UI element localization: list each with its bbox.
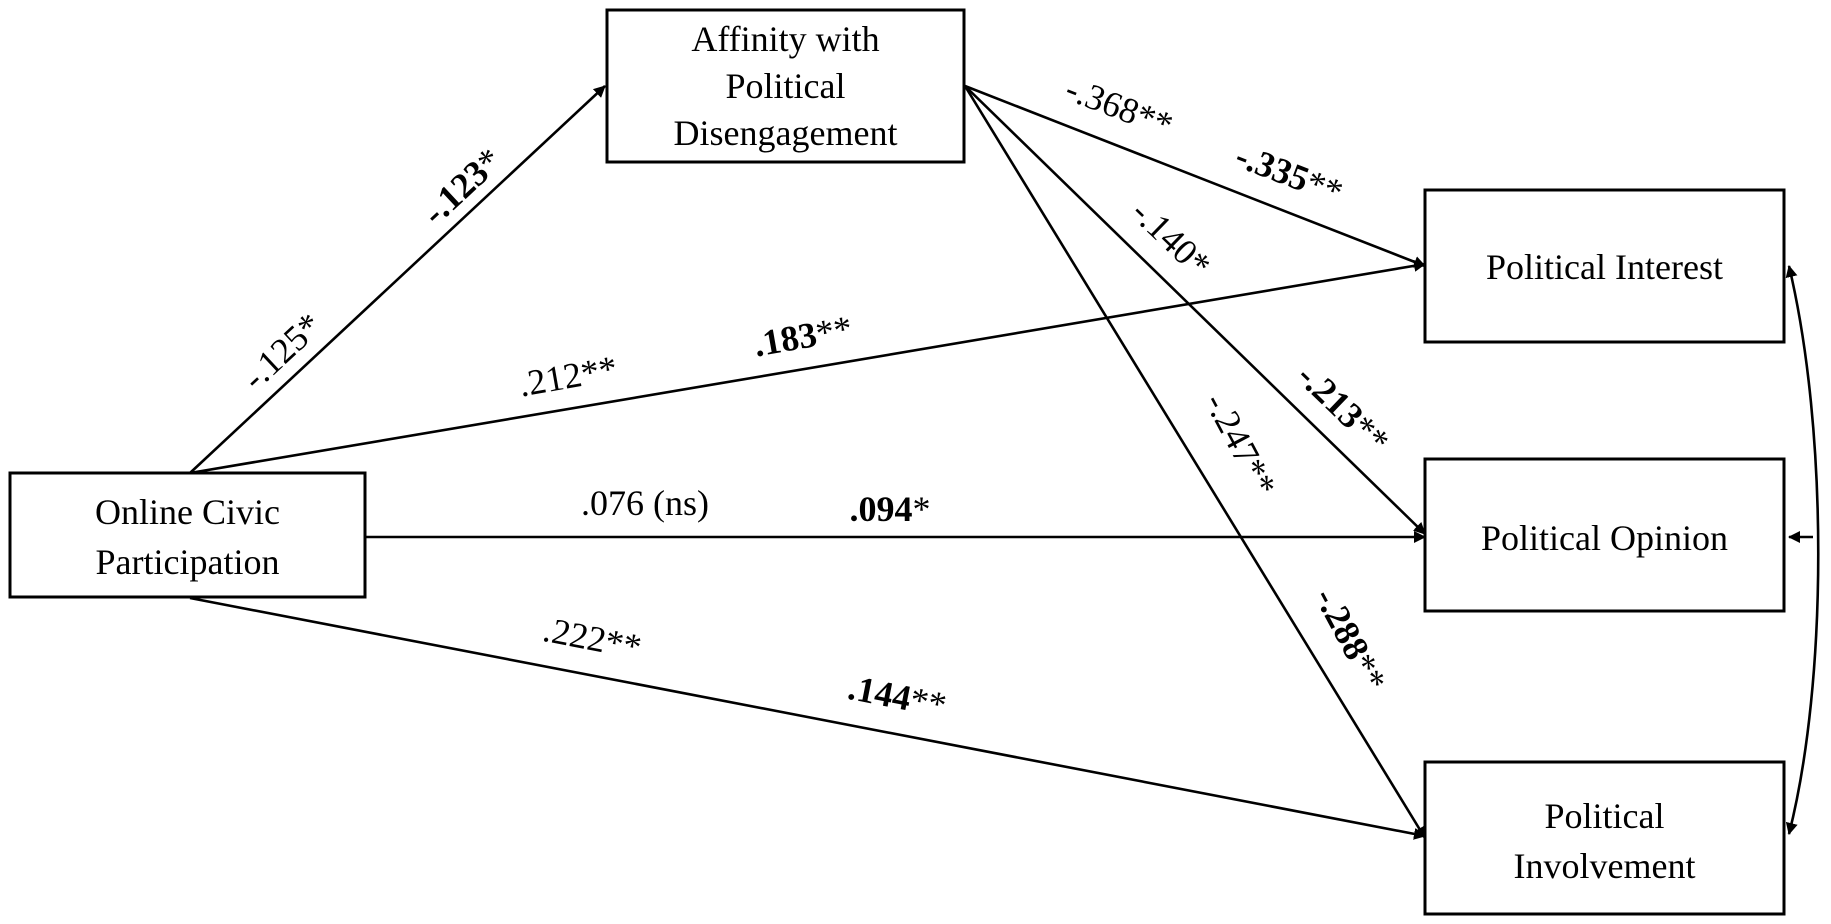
coef-civic-interest-bold-num: .183 [751,314,820,364]
coef-affinity-opinion-bold: -.213** [1290,355,1398,461]
node-involvement-line-1: Political [1545,796,1665,836]
covariance-interest-involvement [1785,265,1820,835]
coef-civic-opinion-plain: .076 (ns) [581,483,709,523]
coef-civic-affinity-plain: -.125* [234,305,329,398]
coef-civic-interest-plain: .212** [516,348,620,405]
node-affinity-line-1: Affinity with [691,19,879,59]
coef-civic-involvement-bold-stars: ** [907,679,950,725]
coef-civic-opinion-bold-num: .094 [850,489,913,529]
node-interest-line-1: Political Interest [1486,247,1723,287]
coef-civic-involvement-bold-num: .144 [845,667,914,718]
node-affinity: Affinity with Political Disengagement [605,8,966,164]
node-opinion: Political Opinion [1423,457,1786,613]
node-involvement: Political Involvement [1423,760,1786,916]
node-online-civic-line-1: Online Civic [95,492,280,532]
node-opinion-line-1: Political Opinion [1481,518,1728,558]
coef-civic-involvement-bold: .144** [845,667,950,725]
coef-civic-opinion-bold: .094* [850,489,931,529]
coef-affinity-interest-bold-num: -.335 [1230,135,1314,199]
coef-affinity-opinion-plain: -.140* [1124,192,1219,285]
edge-affinity-to-involvement [963,85,1427,839]
node-involvement-line-2: Involvement [1514,846,1696,886]
node-interest: Political Interest [1423,188,1786,344]
edge-civic-to-affinity [189,85,606,474]
node-online-civic: Online Civic Participation [8,471,367,599]
edge-affinity-to-interest [964,84,1426,268]
node-affinity-line-2: Political [726,66,846,106]
coef-affinity-interest-bold: -.335** [1230,135,1348,212]
edge-civic-to-involvement [189,596,1426,840]
edge-civic-to-interest [189,259,1426,475]
node-online-civic-line-2: Participation [96,542,280,582]
coef-civic-interest-bold: .183** [751,308,855,365]
coef-affinity-involvement-bold: -.288** [1307,581,1394,698]
node-affinity-line-3: Disengagement [674,113,898,153]
coef-civic-interest-bold-stars: ** [813,308,855,354]
coef-affinity-interest-plain: -.368** [1060,68,1178,145]
coef-civic-opinion-bold-stars: * [913,489,931,529]
edge-affinity-to-opinion [964,85,1426,535]
coef-civic-involvement-plain: .222** [540,609,645,667]
